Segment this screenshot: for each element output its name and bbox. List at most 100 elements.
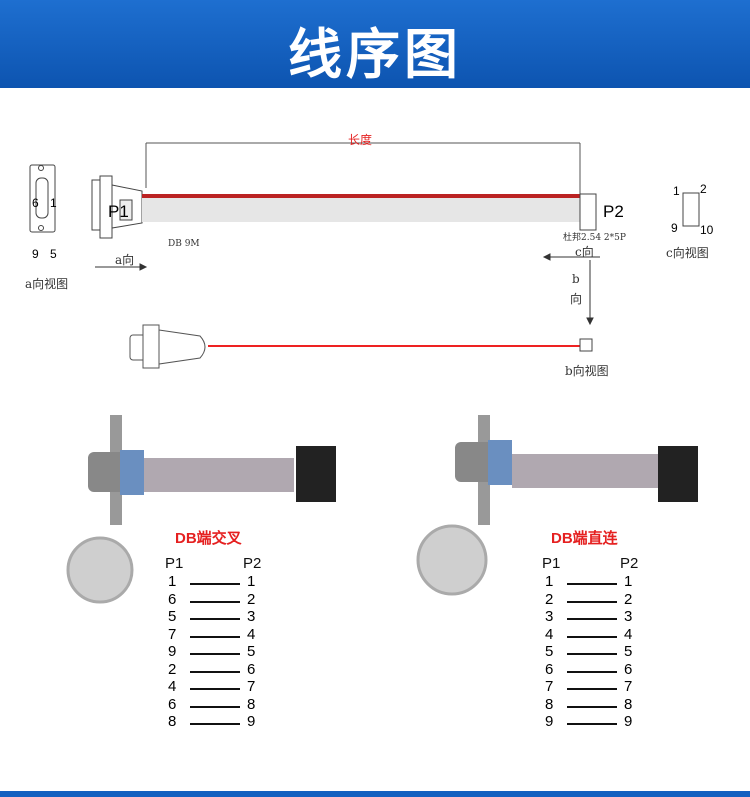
p2-pin: 1 [247, 573, 256, 590]
connection-line [567, 653, 617, 655]
a-pin-1: 1 [50, 196, 57, 210]
connection-line [567, 600, 617, 603]
connection-line [567, 705, 617, 708]
p1-pin: 7 [545, 678, 554, 695]
p2-pin: 8 [247, 695, 256, 713]
p1-pin: 1 [545, 573, 554, 590]
cable-drawing [29, 142, 700, 369]
straight-title: DB端直连 [551, 530, 618, 547]
connection-line [190, 583, 240, 585]
c-direction-label: c向 [575, 245, 594, 259]
p2-pin: 2 [624, 590, 633, 608]
connection-line [190, 635, 240, 638]
p2-pin: 1 [624, 573, 633, 590]
p1-pin: 8 [168, 713, 177, 730]
p1-pin: 4 [545, 625, 554, 643]
p2-pin: 7 [624, 678, 633, 695]
connection-line [567, 635, 617, 638]
b-arrow [586, 260, 594, 326]
p1-pin: 6 [168, 590, 177, 608]
p1-pin: 6 [168, 695, 177, 713]
p1-pin: 8 [545, 695, 554, 713]
p1-pin: 9 [545, 713, 554, 730]
page-title: 线序图 [288, 23, 462, 86]
side-view-db-connector [129, 324, 206, 369]
a-arrow [95, 263, 148, 271]
c-view-label: c向视图 [666, 246, 709, 260]
p2-pin: 4 [247, 625, 256, 643]
p2-pin: 7 [247, 678, 256, 695]
p2-pin: 5 [247, 643, 256, 660]
p1-label: P1 [108, 202, 129, 221]
p2-pin: 9 [624, 713, 633, 730]
connection-line [567, 670, 617, 673]
connection-line [190, 688, 240, 690]
connection-line [190, 653, 240, 655]
straight-detail-inset [416, 524, 488, 596]
connection-line [567, 583, 617, 585]
a-view-connector [29, 164, 56, 233]
c-pin-2: 2 [700, 182, 707, 196]
p2-pin: 6 [624, 660, 633, 678]
side-view-p2-connector [579, 338, 593, 352]
straight-p2-header: P2 [620, 555, 639, 572]
connection-line [190, 705, 240, 708]
c-pin-9: 9 [671, 221, 678, 235]
p2-pin: 3 [624, 608, 633, 625]
c-pin-10: 10 [700, 223, 714, 237]
cross-p1-header: P1 [165, 555, 184, 572]
connection-line [190, 723, 240, 725]
p1-pin: 6 [545, 660, 554, 678]
c-pin-1: 1 [673, 184, 680, 198]
p2-pin: 5 [624, 643, 633, 660]
connection-line [190, 618, 240, 620]
cross-title: DB端交叉 [175, 530, 242, 547]
p2-label: P2 [603, 202, 624, 221]
ribbon-cable [142, 194, 580, 222]
p1-pin: 1 [168, 573, 177, 590]
b-direction-label-b: b [572, 272, 580, 286]
b-direction-label-xiang: 向 [570, 292, 583, 306]
header-banner: 线序图 [0, 0, 750, 88]
length-dimension-line [145, 142, 581, 198]
footer-bar [0, 791, 750, 797]
connection-line [567, 688, 617, 690]
b-view-label: b向视图 [565, 364, 609, 378]
p1-pin: 4 [168, 678, 177, 695]
straight-p1-header: P1 [542, 555, 561, 572]
p2-connector-label: 杜邦2.54 2*5P [563, 233, 626, 243]
db9-label: DB 9M [168, 239, 200, 249]
connection-line [190, 600, 240, 603]
p1-db9-connector [91, 175, 143, 239]
p1-pin: 2 [168, 660, 177, 678]
cross-cable-photo [66, 415, 336, 604]
p2-pin: 4 [624, 625, 633, 643]
connection-line [567, 618, 617, 620]
connection-line [190, 670, 240, 673]
p1-pin: 2 [545, 590, 554, 608]
p2-pin: 8 [624, 695, 633, 713]
a-direction-label: a向 [115, 253, 135, 267]
a-pin-6: 6 [32, 196, 39, 210]
a-view-label: a向视图 [25, 277, 69, 291]
straight-cable-photo [416, 415, 698, 596]
p2-pin: 6 [247, 660, 256, 678]
cross-p2-header: P2 [243, 555, 262, 572]
p2-idc-connector [579, 193, 597, 231]
